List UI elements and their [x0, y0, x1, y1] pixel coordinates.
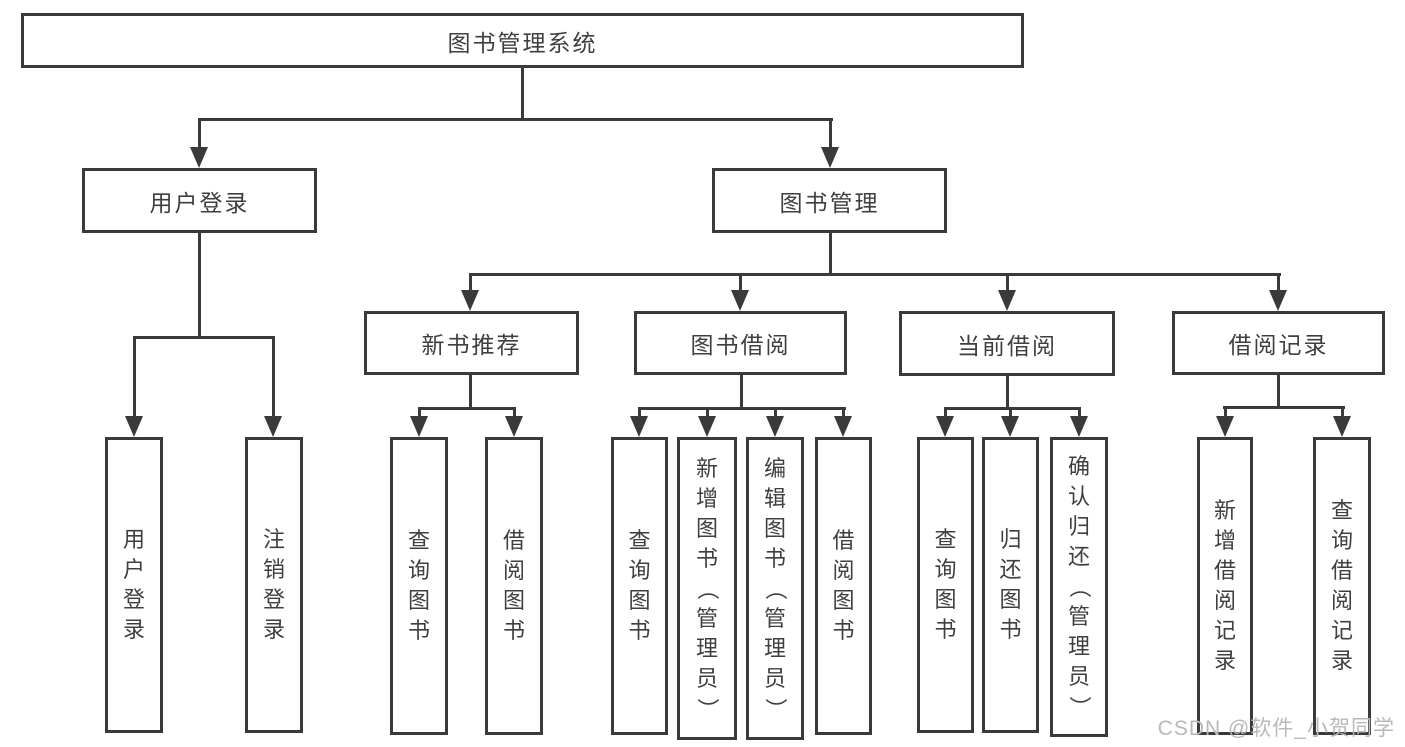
leaf-confirm-return-admin: 确认归还（管理员） — [1050, 437, 1108, 737]
leaf-logout: 注销登录 — [245, 437, 303, 733]
connector-line — [133, 336, 275, 339]
node-label: 确认归还（管理员） — [1066, 454, 1092, 719]
arrow-down-icon — [410, 416, 428, 437]
arrow-down-icon — [461, 290, 479, 311]
node-label: 借阅图书 — [832, 528, 855, 643]
leaf-query-books-current: 查询图书 — [917, 437, 974, 733]
node-label: 借阅记录 — [1228, 332, 1329, 358]
node-label: 图书管理 — [779, 189, 880, 216]
connector-line — [469, 375, 472, 410]
arrow-down-icon — [766, 416, 784, 437]
connector-line — [1006, 376, 1009, 410]
node-book-management: 图书管理 — [712, 168, 947, 233]
arrow-down-icon — [630, 416, 648, 437]
leaf-return-books: 归还图书 — [982, 437, 1039, 733]
connector-line — [469, 273, 472, 292]
node-label: 归还图书 — [999, 527, 1022, 642]
connector-line — [842, 407, 845, 419]
node-label: 用户登录 — [122, 527, 145, 642]
node-label: 新增借阅记录 — [1213, 498, 1236, 673]
node-label: 图书借阅 — [690, 332, 791, 358]
leaf-query-books-borrow: 查询图书 — [611, 437, 668, 735]
arrow-down-icon — [698, 416, 716, 437]
node-label: 查询借阅记录 — [1330, 498, 1353, 673]
arrow-down-icon — [731, 290, 749, 311]
node-user-login: 用户登录 — [82, 168, 317, 233]
connector-line — [638, 407, 641, 419]
arrow-down-icon — [1216, 416, 1234, 437]
leaf-borrow-books-recommend: 借阅图书 — [485, 437, 543, 735]
arrow-down-icon — [1070, 416, 1088, 437]
connector-line — [944, 407, 1080, 410]
node-borrowing-records: 借阅记录 — [1172, 311, 1385, 375]
node-label: 新增图书（管理员） — [694, 455, 720, 720]
node-label: 查询图书 — [934, 527, 957, 642]
node-label: 查询图书 — [628, 528, 651, 643]
connector-line — [774, 407, 777, 419]
node-label: 注销登录 — [262, 527, 285, 642]
node-current-borrowing: 当前借阅 — [899, 311, 1115, 376]
node-label: 借阅图书 — [502, 528, 525, 643]
node-label: 图书管理系统 — [447, 29, 598, 56]
node-label: 新书推荐 — [421, 332, 522, 358]
connector-line — [418, 407, 421, 419]
arrow-down-icon — [821, 147, 839, 168]
connector-line — [739, 273, 742, 292]
connector-line — [1006, 273, 1009, 292]
connector-line — [513, 407, 516, 419]
connector-line — [1009, 407, 1012, 419]
node-label: 编辑图书（管理员） — [762, 455, 788, 720]
arrow-down-icon — [125, 416, 143, 437]
arrow-down-icon — [1001, 416, 1019, 437]
connector-line — [829, 118, 832, 150]
connector-line — [198, 118, 833, 121]
connector-line — [829, 233, 832, 276]
node-label: 查询图书 — [407, 528, 430, 643]
leaf-query-books-recommend: 查询图书 — [390, 437, 448, 735]
arrow-down-icon — [1333, 416, 1351, 437]
leaf-query-borrow-record: 查询借阅记录 — [1313, 437, 1371, 735]
arrow-down-icon — [190, 147, 208, 168]
node-label: 当前借阅 — [957, 332, 1057, 359]
connector-line — [1277, 273, 1280, 292]
connector-line — [1223, 406, 1345, 409]
connector-line — [638, 407, 846, 410]
node-new-book-recommendation: 新书推荐 — [364, 311, 579, 375]
arrow-down-icon — [1269, 290, 1287, 311]
connector-line — [944, 407, 947, 419]
connector-line — [418, 407, 516, 410]
connector-line — [133, 336, 136, 418]
connector-line — [1277, 375, 1280, 409]
leaf-add-borrow-record: 新增借阅记录 — [1197, 437, 1253, 735]
connector-line — [706, 407, 709, 419]
connector-line — [1341, 406, 1344, 419]
leaf-edit-books-admin: 编辑图书（管理员） — [746, 437, 804, 740]
connector-line — [740, 375, 743, 410]
arrow-down-icon — [264, 416, 282, 437]
leaf-borrow-books: 借阅图书 — [815, 437, 872, 735]
arrow-down-icon — [505, 416, 523, 437]
connector-line — [1224, 406, 1227, 419]
leaf-user-login: 用户登录 — [105, 437, 163, 733]
node-root: 图书管理系统 — [21, 13, 1024, 68]
watermark-text: CSDN @软件_小贺同学 — [1157, 717, 1395, 740]
connector-line — [198, 118, 201, 150]
arrow-down-icon — [998, 290, 1016, 311]
connector-line — [272, 336, 275, 418]
arrow-down-icon — [936, 416, 954, 437]
connector-line — [1078, 407, 1081, 419]
connector-line — [521, 68, 524, 121]
arrow-down-icon — [834, 416, 852, 437]
leaf-add-books-admin: 新增图书（管理员） — [677, 437, 737, 740]
connector-line — [469, 273, 1281, 276]
node-book-borrowing: 图书借阅 — [634, 311, 847, 375]
connector-line — [198, 233, 201, 339]
node-label: 用户登录 — [149, 189, 250, 216]
